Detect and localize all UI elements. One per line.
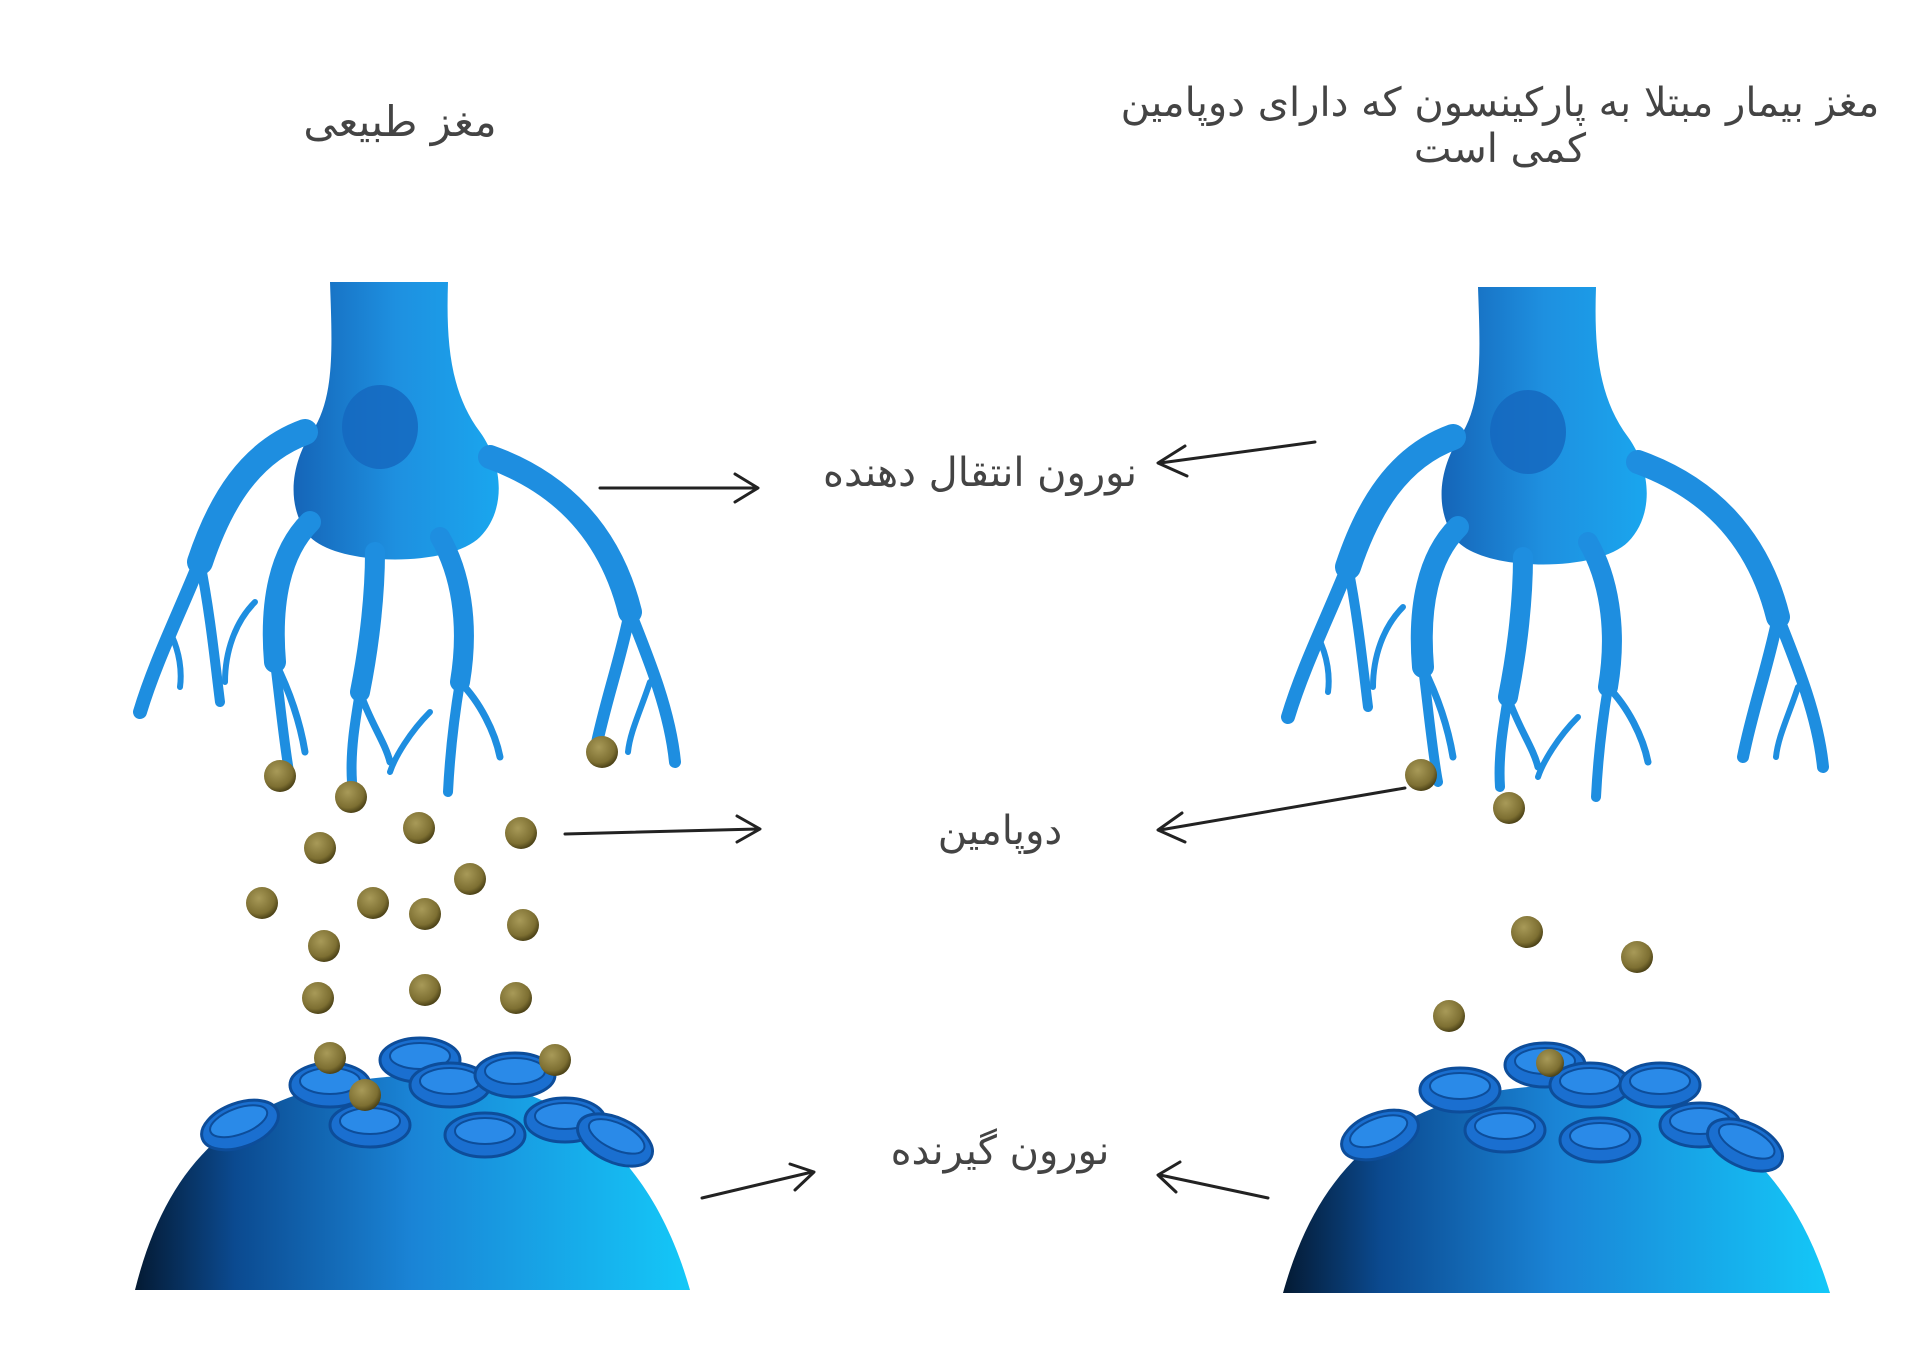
receiving-neuron-normal xyxy=(135,1036,690,1290)
label-receiving-neuron: نورون گیرنده xyxy=(890,1128,1110,1174)
label-dopamine: دوپامین xyxy=(937,808,1063,854)
receiving-neuron-parkinson xyxy=(1283,1041,1830,1293)
transmitting-neuron-normal xyxy=(140,282,675,792)
transmitting-neuron-parkinson xyxy=(1288,287,1823,797)
arrow-transmitting-left xyxy=(598,472,760,504)
arrow-transmitting-right xyxy=(1156,440,1317,478)
dopamine-molecules-parkinson xyxy=(1405,759,1653,1077)
title-normal-brain: مغز طبیعی xyxy=(303,97,497,146)
label-transmitting-neuron: نورون انتقال دهنده xyxy=(823,450,1137,496)
arrow-dopamine-left xyxy=(563,814,762,844)
arrow-receiving-left xyxy=(700,1162,816,1200)
dopamine-molecules-normal xyxy=(246,736,618,1111)
arrow-dopamine-right xyxy=(1156,786,1407,844)
title-parkinson-brain: مغز بیمار مبتلا به پارکینسون که دارای دو… xyxy=(1120,80,1880,172)
arrow-receiving-right xyxy=(1156,1160,1270,1200)
